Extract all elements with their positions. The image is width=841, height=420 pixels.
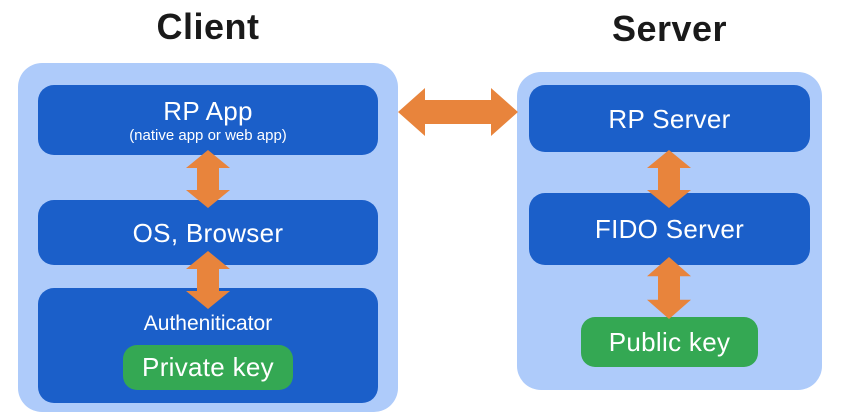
public-key-label: Public key (608, 326, 731, 357)
rp-app-title: RP App (163, 95, 253, 126)
server-panel: RP Server FIDO Server Public key (517, 72, 822, 390)
client-panel: RP App (native app or web app) OS, Brows… (18, 63, 398, 412)
rp-server-fido-double-arrow-icon (647, 150, 691, 208)
rp-server-box: RP Server (529, 85, 810, 152)
client-server-double-arrow-icon (398, 88, 518, 136)
client-section-title: Client (156, 6, 260, 47)
private-key-badge: Private key (123, 345, 293, 390)
rp-app-os-double-arrow-icon (186, 150, 230, 208)
rp-app-box: RP App (native app or web app) (38, 85, 378, 155)
os-browser-title: OS, Browser (132, 217, 284, 248)
public-key-badge: Public key (581, 317, 758, 367)
authenticator-title: Autheniticator (143, 312, 273, 335)
fido-server-title: FIDO Server (594, 214, 745, 244)
authenticator-box: Autheniticator Private key (38, 288, 378, 403)
fido-public-key-double-arrow-icon (647, 257, 691, 319)
rp-app-subtitle: (native app or web app) (129, 126, 287, 144)
private-key-label: Private key (142, 352, 274, 382)
rp-server-title: RP Server (608, 103, 731, 134)
server-section-title: Server (611, 8, 728, 49)
os-authenticator-double-arrow-icon (186, 251, 230, 309)
